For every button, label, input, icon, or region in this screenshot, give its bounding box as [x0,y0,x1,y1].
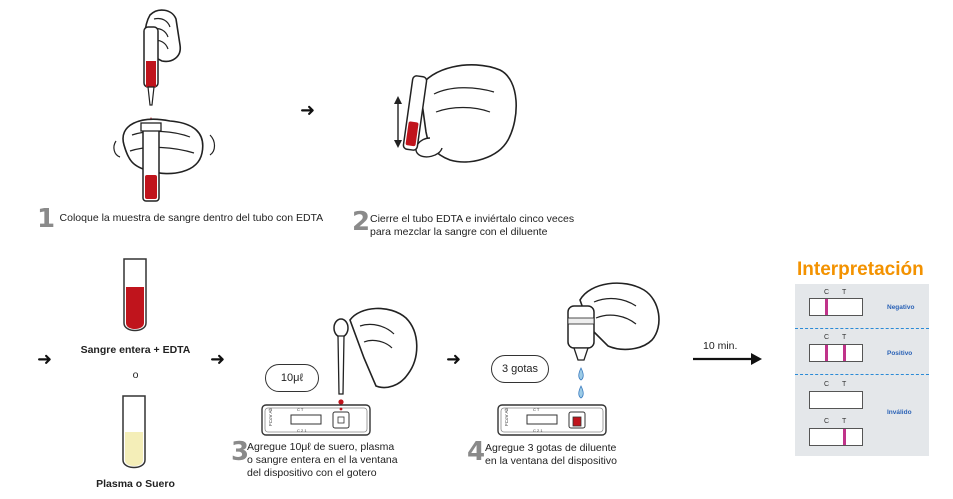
t-label: T [842,418,847,425]
step2-line: Cierre el tubo EDTA e inviértalo cinco v… [370,213,575,225]
step2-illustration [394,64,517,163]
step2-line: para mezclar la sangre con el diluente [370,226,548,238]
svg-text:C 2 1: C 2 1 [297,428,307,433]
t-label: T [842,289,847,296]
step4-hand-bottle [567,282,660,399]
plasma-tube-icon [122,395,146,469]
c-label: C [824,381,830,388]
result-window [809,298,863,316]
step1-number: 1 [37,204,56,234]
or-label: o [132,369,139,381]
svg-text:C 2 1: C 2 1 [533,428,543,433]
step3-line: o sangre entera en el la ventana [247,454,398,466]
timer-label: 10 min. [703,340,738,352]
positive-label: Positivo [887,350,913,357]
interpretation-title: Interpretación [797,259,924,280]
step3-line: del dispositivo con el gotero [247,467,377,479]
step4-line: en la ventana del dispositivo [485,455,617,467]
interpretation-panel: C T Negativo C T Positivo C T Inválido C… [795,284,929,456]
step3-number: 3 [231,437,250,467]
svg-text:C T: C T [533,407,540,412]
drops-bubble: 3 gotas [491,355,549,383]
control-line [825,299,828,315]
t-label: T [842,381,847,388]
long-arrow-icon [693,353,762,365]
result-window [809,428,863,446]
svg-text:FCoV Ab: FCoV Ab [268,407,273,426]
c-label: C [824,334,830,341]
svg-text:C T: C T [297,407,304,412]
result-window [809,391,863,409]
step1-illustration [113,9,216,202]
step1-caption: 1 Coloque la muestra de sangre dentro de… [37,206,323,232]
divider [795,328,929,329]
test-line [843,345,846,361]
step4-line: Agregue 3 gotas de diluente [485,442,617,454]
step3-hand-dropper [333,307,418,405]
step4-text: Agregue 3 gotas de diluente en la ventan… [485,442,685,468]
result-window [809,344,863,362]
volume-bubble: 10μℓ [265,364,319,392]
plasma-label: Plasma o Suero [96,478,175,490]
arrow-icon: ➜ [300,100,316,120]
whole-blood-label: Sangre entera + EDTA [80,344,191,356]
step4-number: 4 [467,437,486,467]
step2-number: 2 [352,207,371,237]
c-label: C [824,289,830,296]
step3-line: Agregue 10μℓ de suero, plasma [247,441,395,453]
test-device: FCoV Ab C T C 2 1 [497,404,607,436]
step2-text: Cierre el tubo EDTA e inviértalo cinco v… [370,213,650,239]
invalid-label: Inválido [887,409,912,416]
test-device: FCoV Ab C T C 2 1 [261,404,371,436]
arrow-icon: ➜ [210,349,226,369]
arrow-icon: ➜ [446,349,462,369]
negative-label: Negativo [887,304,915,311]
svg-text:FCoV Ab: FCoV Ab [504,407,509,426]
t-label: T [842,334,847,341]
divider [795,374,929,375]
step1-text: Coloque la muestra de sangre dentro del … [59,212,324,224]
step3-text: Agregue 10μℓ de suero, plasma o sangre e… [247,441,447,480]
control-line [825,345,828,361]
arrow-icon: ➜ [37,349,53,369]
blood-tube-icon [123,258,147,332]
c-label: C [824,418,830,425]
test-line [843,429,846,445]
